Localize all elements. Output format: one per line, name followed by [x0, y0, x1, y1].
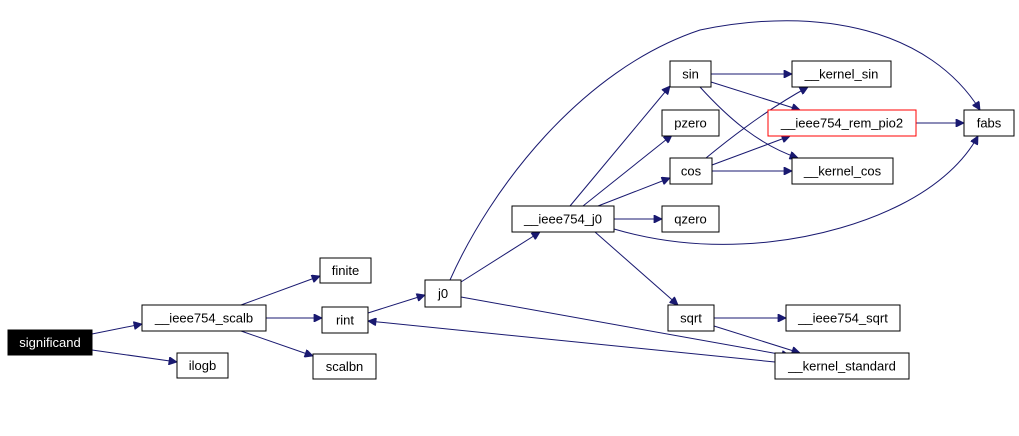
edge-cos-to-ieee754_rem_pio2 [711, 136, 790, 166]
node-label-fabs: fabs [977, 116, 1002, 131]
node-significand[interactable]: significand [7, 329, 93, 356]
edge-rint-to-j0 [367, 295, 425, 314]
node-kernel_sin[interactable]: __kernel_sin [791, 60, 892, 88]
node-label-sin: sin [682, 67, 699, 82]
edge-ieee754_j0-to-fabs [613, 136, 979, 245]
node-label-ieee754_j0: __ieee754_j0 [523, 212, 602, 227]
node-cos[interactable]: cos [669, 157, 713, 185]
node-kernel_cos[interactable]: __kernel_cos [791, 157, 894, 185]
edge-ieee754_j0-to-pzero [582, 135, 672, 207]
node-rint[interactable]: rint [321, 306, 369, 334]
edge-ieee754_j0-to-cos [597, 178, 670, 207]
node-box-kernel_sin [791, 60, 892, 88]
node-label-kernel_cos: __kernel_cos [803, 164, 882, 179]
edge-j0-to-kernel_standard [460, 296, 790, 356]
edge-ieee754_scalb-to-finite [240, 276, 320, 306]
node-ieee754_sqrt[interactable]: __ieee754_sqrt [785, 304, 901, 332]
node-box-ieee754_rem_pio2 [767, 109, 917, 137]
edge-sqrt-to-kernel_standard [713, 325, 800, 353]
node-label-pzero: pzero [674, 116, 707, 131]
node-box-scalbn [312, 353, 377, 380]
node-sqrt[interactable]: sqrt [667, 304, 715, 332]
node-box-ieee754_sqrt [785, 304, 901, 332]
node-kernel_standard[interactable]: __kernel_standard [774, 352, 910, 380]
node-label-ilogb: ilogb [189, 358, 216, 373]
node-label-finite: finite [332, 263, 359, 278]
node-label-qzero: qzero [674, 212, 707, 227]
edge-j0-to-ieee754_j0 [460, 232, 540, 283]
edge-sin-to-kernel_cos [699, 86, 798, 158]
node-label-significand: significand [19, 335, 80, 350]
edge-ieee754_scalb-to-scalbn [240, 330, 313, 356]
node-box-rint [321, 306, 369, 334]
edge-sin-to-ieee754_rem_pio2 [710, 81, 800, 110]
node-box-j0 [424, 279, 462, 308]
node-pzero[interactable]: pzero [661, 109, 720, 137]
edge-significand-to-ilogb [91, 349, 177, 362]
node-j0[interactable]: j0 [424, 279, 462, 308]
node-box-fabs [963, 109, 1015, 137]
node-label-ieee754_scalb: __ieee754_scalb [154, 311, 253, 326]
node-box-kernel_standard [774, 352, 910, 380]
node-box-qzero [661, 205, 720, 233]
node-qzero[interactable]: qzero [661, 205, 720, 233]
node-box-sin [669, 60, 712, 88]
node-sin[interactable]: sin [669, 60, 712, 88]
node-box-ieee754_j0 [511, 205, 615, 233]
node-box-cos [669, 157, 713, 185]
node-scalbn[interactable]: scalbn [312, 353, 377, 380]
edges-layer [91, 20, 980, 363]
node-ilogb[interactable]: ilogb [176, 352, 229, 379]
edge-ieee754_j0-to-sqrt [594, 231, 678, 305]
edge-ieee754_j0-to-sin [569, 86, 670, 207]
node-box-sqrt [667, 304, 715, 332]
node-label-sqrt: sqrt [680, 311, 702, 326]
edge-kernel_standard-to-rint [368, 321, 776, 363]
edge-j0-to-fabs [449, 20, 980, 281]
node-box-significand [7, 329, 93, 356]
node-label-j0: j0 [437, 286, 448, 301]
edge-cos-to-kernel_sin [705, 86, 808, 159]
node-ieee754_j0[interactable]: __ieee754_j0 [511, 205, 615, 233]
edge-significand-to-ieee754_scalb [91, 324, 142, 335]
node-ieee754_scalb[interactable]: __ieee754_scalb [141, 304, 267, 332]
node-label-ieee754_sqrt: __ieee754_sqrt [797, 311, 888, 326]
node-label-rint: rint [336, 313, 354, 328]
node-box-finite [319, 257, 372, 284]
node-finite[interactable]: finite [319, 257, 372, 284]
node-box-ilogb [176, 352, 229, 379]
node-label-kernel_standard: __kernel_standard [787, 359, 896, 374]
node-box-kernel_cos [791, 157, 894, 185]
node-ieee754_rem_pio2[interactable]: __ieee754_rem_pio2 [767, 109, 917, 137]
node-fabs[interactable]: fabs [963, 109, 1015, 137]
node-box-pzero [661, 109, 720, 137]
node-label-ieee754_rem_pio2: __ieee754_rem_pio2 [780, 116, 903, 131]
node-label-kernel_sin: __kernel_sin [804, 67, 879, 82]
node-label-scalbn: scalbn [326, 359, 364, 374]
node-box-ieee754_scalb [141, 304, 267, 332]
node-label-cos: cos [681, 164, 702, 179]
